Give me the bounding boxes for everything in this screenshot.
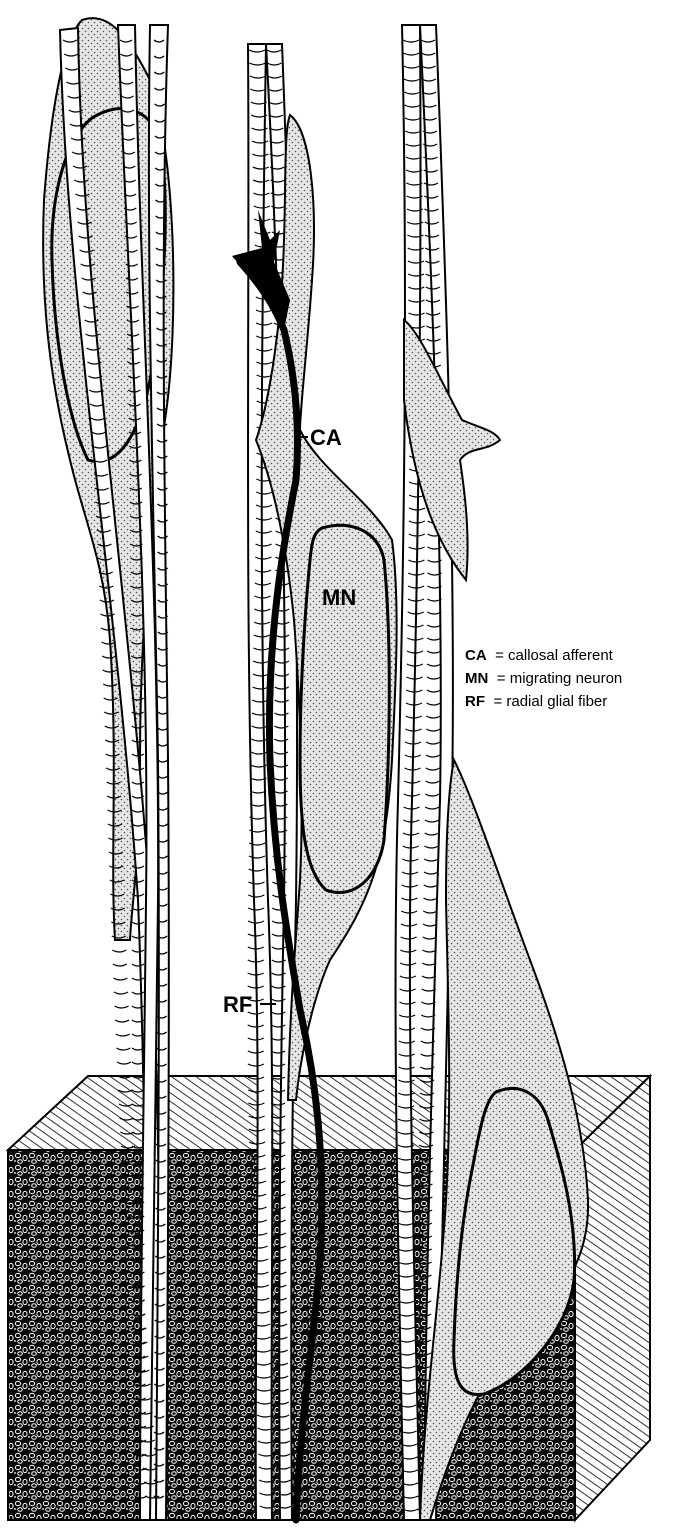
fiber-segment-line (425, 833, 439, 835)
fiber-segment-line (116, 1048, 130, 1050)
legend: CA = callosal afferent MN = migrating ne… (465, 647, 622, 710)
label-mn-text: MN (322, 585, 356, 610)
fiber-segment-line (425, 794, 439, 796)
right-upper-neuron (404, 320, 500, 580)
fiber-segment-line (112, 950, 126, 952)
fiber-segment-line (113, 978, 127, 980)
fiber-segment-line (427, 690, 441, 692)
fiber-segment-line (426, 742, 440, 744)
fiber-segment-line (427, 703, 441, 705)
legend-entry: CA = callosal afferent (465, 647, 614, 664)
fiber-segment-line (427, 677, 441, 679)
fiber-segment-line (427, 651, 441, 653)
fiber-segment-line (425, 807, 439, 809)
fiber-segment-line (426, 755, 440, 757)
fiber-segment-line (426, 729, 440, 731)
fiber-segment-line (427, 664, 441, 666)
legend-entry: MN = migrating neuron (465, 670, 622, 687)
fiber-segment-line (426, 781, 440, 783)
label-ca-text: CA (310, 425, 342, 450)
fiber-segment-line (423, 924, 437, 926)
fiber-segment-line (426, 768, 440, 770)
fiber-segment-line (426, 716, 440, 718)
fiber-segment-line (115, 1006, 129, 1008)
label-migrating-neuron: MN (322, 585, 356, 610)
fiber-segment-line (113, 964, 127, 966)
fiber-segment-line (427, 625, 441, 627)
fiber-segment-line (424, 846, 438, 848)
fiber-segment-line (115, 1020, 129, 1022)
fiber-segment-line (423, 911, 437, 913)
fiber-segment-line (424, 872, 438, 874)
label-rf-text: RF (223, 992, 252, 1017)
legend-entry: RF = radial glial fiber (465, 693, 607, 710)
fiber-segment-line (423, 898, 437, 900)
fiber-segment-line (423, 937, 437, 939)
migrating-neuron-nucleus (300, 525, 389, 892)
fiber-segment-line (117, 1062, 131, 1064)
fiber-segment-line (116, 1034, 130, 1036)
fiber-segment-line (114, 992, 128, 994)
fiber-segment-line (425, 820, 439, 822)
fiber-segment-line (424, 859, 438, 861)
fiber-segment-line (424, 885, 438, 887)
tissue-block-side (575, 1076, 650, 1520)
fiber-segment-line (427, 638, 441, 640)
fiber-segment-line (423, 950, 437, 952)
